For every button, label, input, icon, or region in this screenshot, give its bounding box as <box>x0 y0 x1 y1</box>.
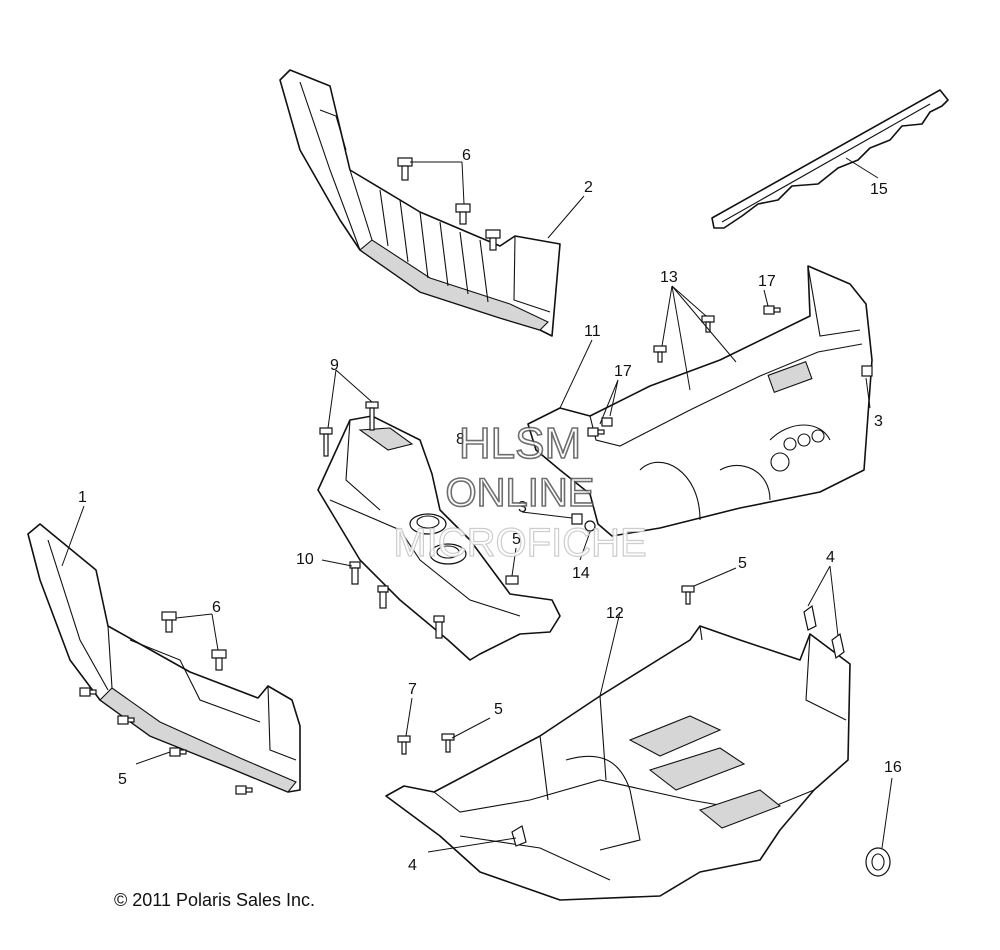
callout-8: 8 <box>456 431 465 448</box>
callout-12: 12 <box>606 605 624 622</box>
part-6-fastener <box>485 229 501 251</box>
callout-16: 16 <box>884 759 902 776</box>
callout-1: 1 <box>78 489 87 506</box>
callout-7: 7 <box>408 681 417 698</box>
callout-17: 17 <box>614 363 632 380</box>
part-8-center-console <box>317 415 561 661</box>
part-5-pin <box>79 687 97 697</box>
callouts: 1 2 3 3 4 4 5 5 5 5 6 6 7 8 9 10 11 12 1… <box>78 147 902 874</box>
callout-6: 6 <box>462 147 471 164</box>
part-10-screw <box>433 615 445 639</box>
callout-5: 5 <box>118 771 127 788</box>
part-17-fastener <box>763 305 781 315</box>
callout-4: 4 <box>408 857 417 874</box>
callout-14: 14 <box>572 565 590 582</box>
part-14-fastener <box>584 520 596 532</box>
copyright-text: © 2011 Polaris Sales Inc. <box>114 890 315 910</box>
part-4-brackets <box>511 604 845 847</box>
callout-5: 5 <box>738 555 747 572</box>
callout-3: 3 <box>874 413 883 430</box>
callout-3: 3 <box>518 499 527 516</box>
part-17-fastener <box>587 427 605 437</box>
part-5-pin <box>441 733 455 753</box>
part-12-floor-tub <box>385 625 851 901</box>
part-5-pin <box>681 585 695 605</box>
callout-5: 5 <box>512 531 521 548</box>
part-13-fastener <box>653 345 667 363</box>
watermark-line-1: HLSM <box>459 419 581 468</box>
part-5-pin <box>505 575 519 585</box>
part-3-fastener <box>861 365 873 377</box>
callout-17: 17 <box>758 273 776 290</box>
part-11-bulkhead <box>527 265 873 537</box>
part-6-fastener <box>455 203 471 225</box>
callout-4: 4 <box>826 549 835 566</box>
leader-lines <box>61 157 893 853</box>
part-3-fastener <box>571 513 583 525</box>
part-10-screw <box>377 585 389 609</box>
part-17-fastener <box>601 417 613 427</box>
part-6-fastener <box>397 157 413 181</box>
callout-10: 10 <box>296 551 314 568</box>
part-9-fastener <box>319 427 333 457</box>
part-7-fastener <box>397 735 411 755</box>
watermark: HLSM ONLINE MICROFICHE <box>393 418 648 565</box>
part-15-strip <box>711 89 949 229</box>
watermark-line-2: ONLINE <box>446 471 595 515</box>
callout-11: 11 <box>584 323 601 340</box>
part-2-rocker-panel <box>279 69 561 337</box>
part-5-pin <box>235 785 253 795</box>
callout-6: 6 <box>212 599 221 616</box>
callout-15: 15 <box>870 181 888 198</box>
part-6-fastener <box>161 611 177 633</box>
part-10-screw <box>349 561 361 585</box>
part-5-pin <box>117 715 135 725</box>
part-1-rocker-panel <box>27 523 301 793</box>
callout-5: 5 <box>494 701 503 718</box>
part-16-clamp <box>865 847 891 877</box>
callout-9: 9 <box>330 357 339 374</box>
fasteners <box>79 157 873 795</box>
callout-13: 13 <box>660 269 678 286</box>
part-6-fastener <box>211 649 227 671</box>
watermark-line-3: MICROFICHE <box>393 521 646 565</box>
callout-2: 2 <box>584 179 593 196</box>
